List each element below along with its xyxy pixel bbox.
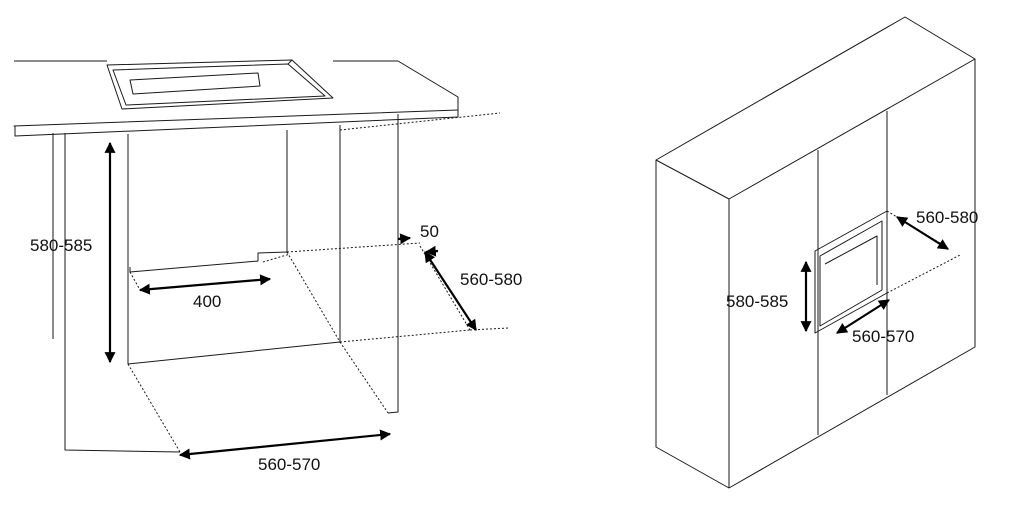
oven-niche-opening <box>814 210 961 334</box>
width-dimension-arrow-right <box>836 299 890 334</box>
hob-icon <box>106 59 334 110</box>
under-counter-installation: 580-585 400 50 560-580 560-570 <box>13 59 522 474</box>
height-label-right: 580-585 <box>726 292 788 311</box>
width-label: 560-570 <box>258 455 320 474</box>
height-label: 580-585 <box>30 236 92 255</box>
gap-arrow-right <box>424 245 439 257</box>
width-dimension-arrow <box>178 429 392 460</box>
worktop <box>13 60 459 137</box>
depth-dimension-arrow-right <box>896 216 949 250</box>
gap-arrow-left <box>397 233 412 245</box>
dimension-lines-left <box>104 141 477 460</box>
tall-cabinet-installation: 560-580 580-585 560-570 <box>655 16 978 489</box>
inner-depth-label: 400 <box>193 292 221 311</box>
width-label-right: 560-570 <box>852 327 914 346</box>
depth-label-right: 560-580 <box>916 208 978 227</box>
cabinet-side-panel <box>52 133 181 453</box>
inner-depth-dimension-arrow <box>138 274 272 295</box>
oven-niche <box>127 112 509 453</box>
depth-dimension-arrow <box>424 251 477 331</box>
gap-label: 50 <box>420 222 439 241</box>
dimension-lines-right <box>800 216 949 334</box>
depth-label: 560-580 <box>460 270 522 289</box>
